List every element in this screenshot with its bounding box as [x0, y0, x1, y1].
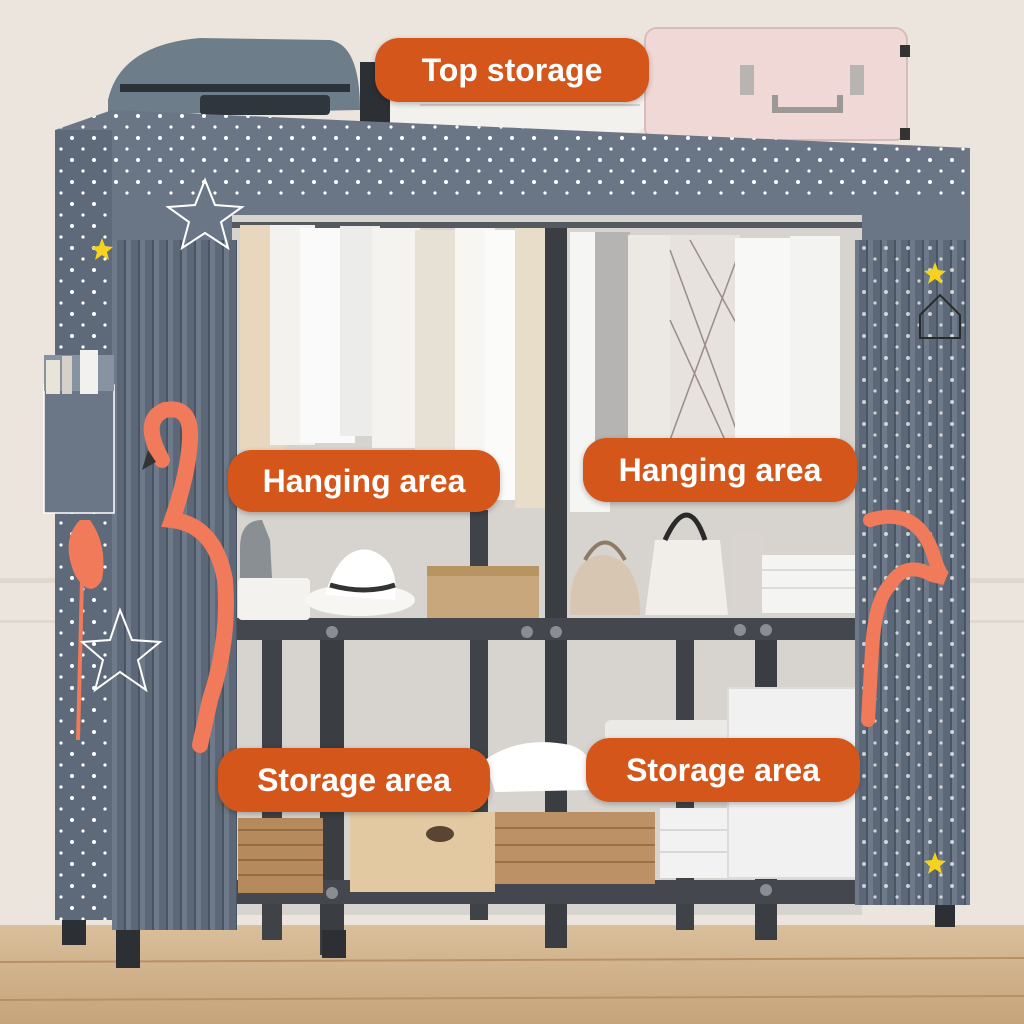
floor — [0, 925, 1024, 1024]
clothes-left — [240, 225, 545, 508]
storage-area-left-label: Storage area — [218, 748, 490, 812]
right-curtain — [855, 240, 970, 905]
storage-area-right-label: Storage area — [586, 738, 860, 802]
suitcase — [644, 27, 910, 141]
hanging-rail — [232, 222, 862, 228]
clothes-right — [570, 232, 840, 512]
hanging-area-right-label: Hanging area — [583, 438, 857, 502]
hanging-area-left-label: Hanging area — [228, 450, 500, 512]
backpack — [108, 38, 360, 115]
top-storage-label: Top storage — [375, 38, 649, 102]
shelf-items — [238, 512, 857, 620]
left-curtain — [43, 130, 245, 930]
